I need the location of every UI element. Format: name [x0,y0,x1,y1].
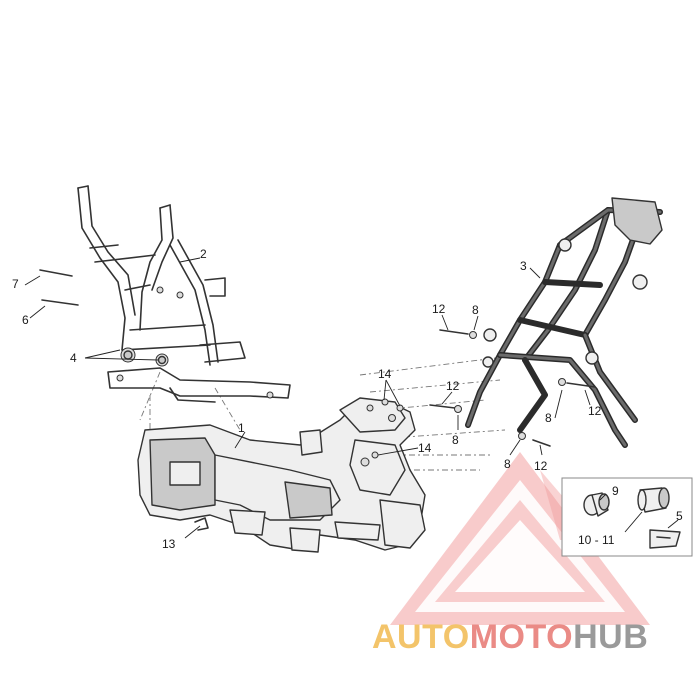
callout-10-11: 10 - 11 [578,533,615,547]
watermark-text: AUTOMOTOHUB [372,618,648,656]
callout-8-c: 8 [545,411,552,425]
spacer-part-10-11 [637,487,670,513]
callout-14-a: 14 [378,367,392,381]
bushing-part-9 [583,492,610,517]
callout-12-d: 12 [534,459,548,473]
callout-12-a: 12 [432,302,446,316]
leader-lines [24,257,679,539]
callout-12-b: 12 [446,379,460,393]
callout-5: 5 [676,509,683,523]
callout-12-c: 12 [588,404,602,418]
main-frame-part-1 [137,397,426,553]
callout-8-b: 8 [452,433,459,447]
svg-text:AUTOMOTOHUB: AUTOMOTOHUB [372,618,648,656]
callout-14-b: 14 [418,441,432,455]
callout-1: 1 [238,421,245,435]
rear-subframe-part-3 [465,197,663,448]
watermark-auto: AUTO [372,618,470,656]
callout-6: 6 [22,313,29,327]
callout-8-d: 8 [504,457,511,471]
callout-8-a: 8 [472,303,479,317]
watermark-hub: HUB [573,618,648,656]
front-subframe-part-2 [77,185,291,403]
callout-3: 3 [520,259,527,273]
callout-13: 13 [162,537,176,551]
fasteners [39,269,596,531]
detail-inset-box [561,477,693,557]
callout-labels: 1 2 3 4 5 6 7 8 8 8 8 9 10 - 11 12 12 12… [12,247,683,551]
callout-4: 4 [70,351,77,365]
watermark-moto: MOTO [470,618,573,656]
callout-7: 7 [12,277,19,291]
clip-nut-part-5 [649,529,681,549]
callout-9: 9 [612,484,619,498]
callout-2: 2 [200,247,207,261]
